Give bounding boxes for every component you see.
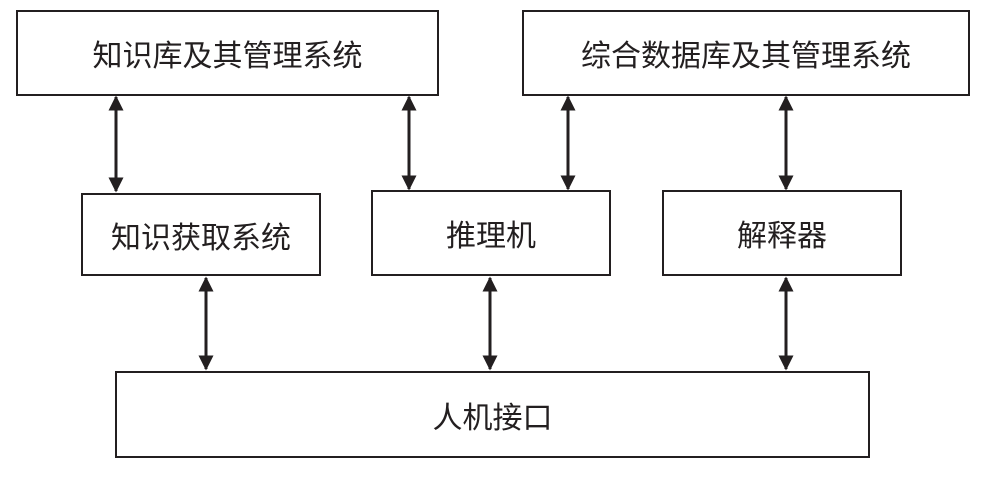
- knowledge-acquisition-node: 知识获取系统: [81, 193, 321, 276]
- explainer-node: 解释器: [662, 190, 902, 276]
- database-node: 综合数据库及其管理系统: [522, 10, 970, 96]
- knowledge-base-node: 知识库及其管理系统: [16, 10, 439, 96]
- inference-engine-node: 推理机: [371, 190, 611, 276]
- user-interface-node: 人机接口: [115, 371, 870, 458]
